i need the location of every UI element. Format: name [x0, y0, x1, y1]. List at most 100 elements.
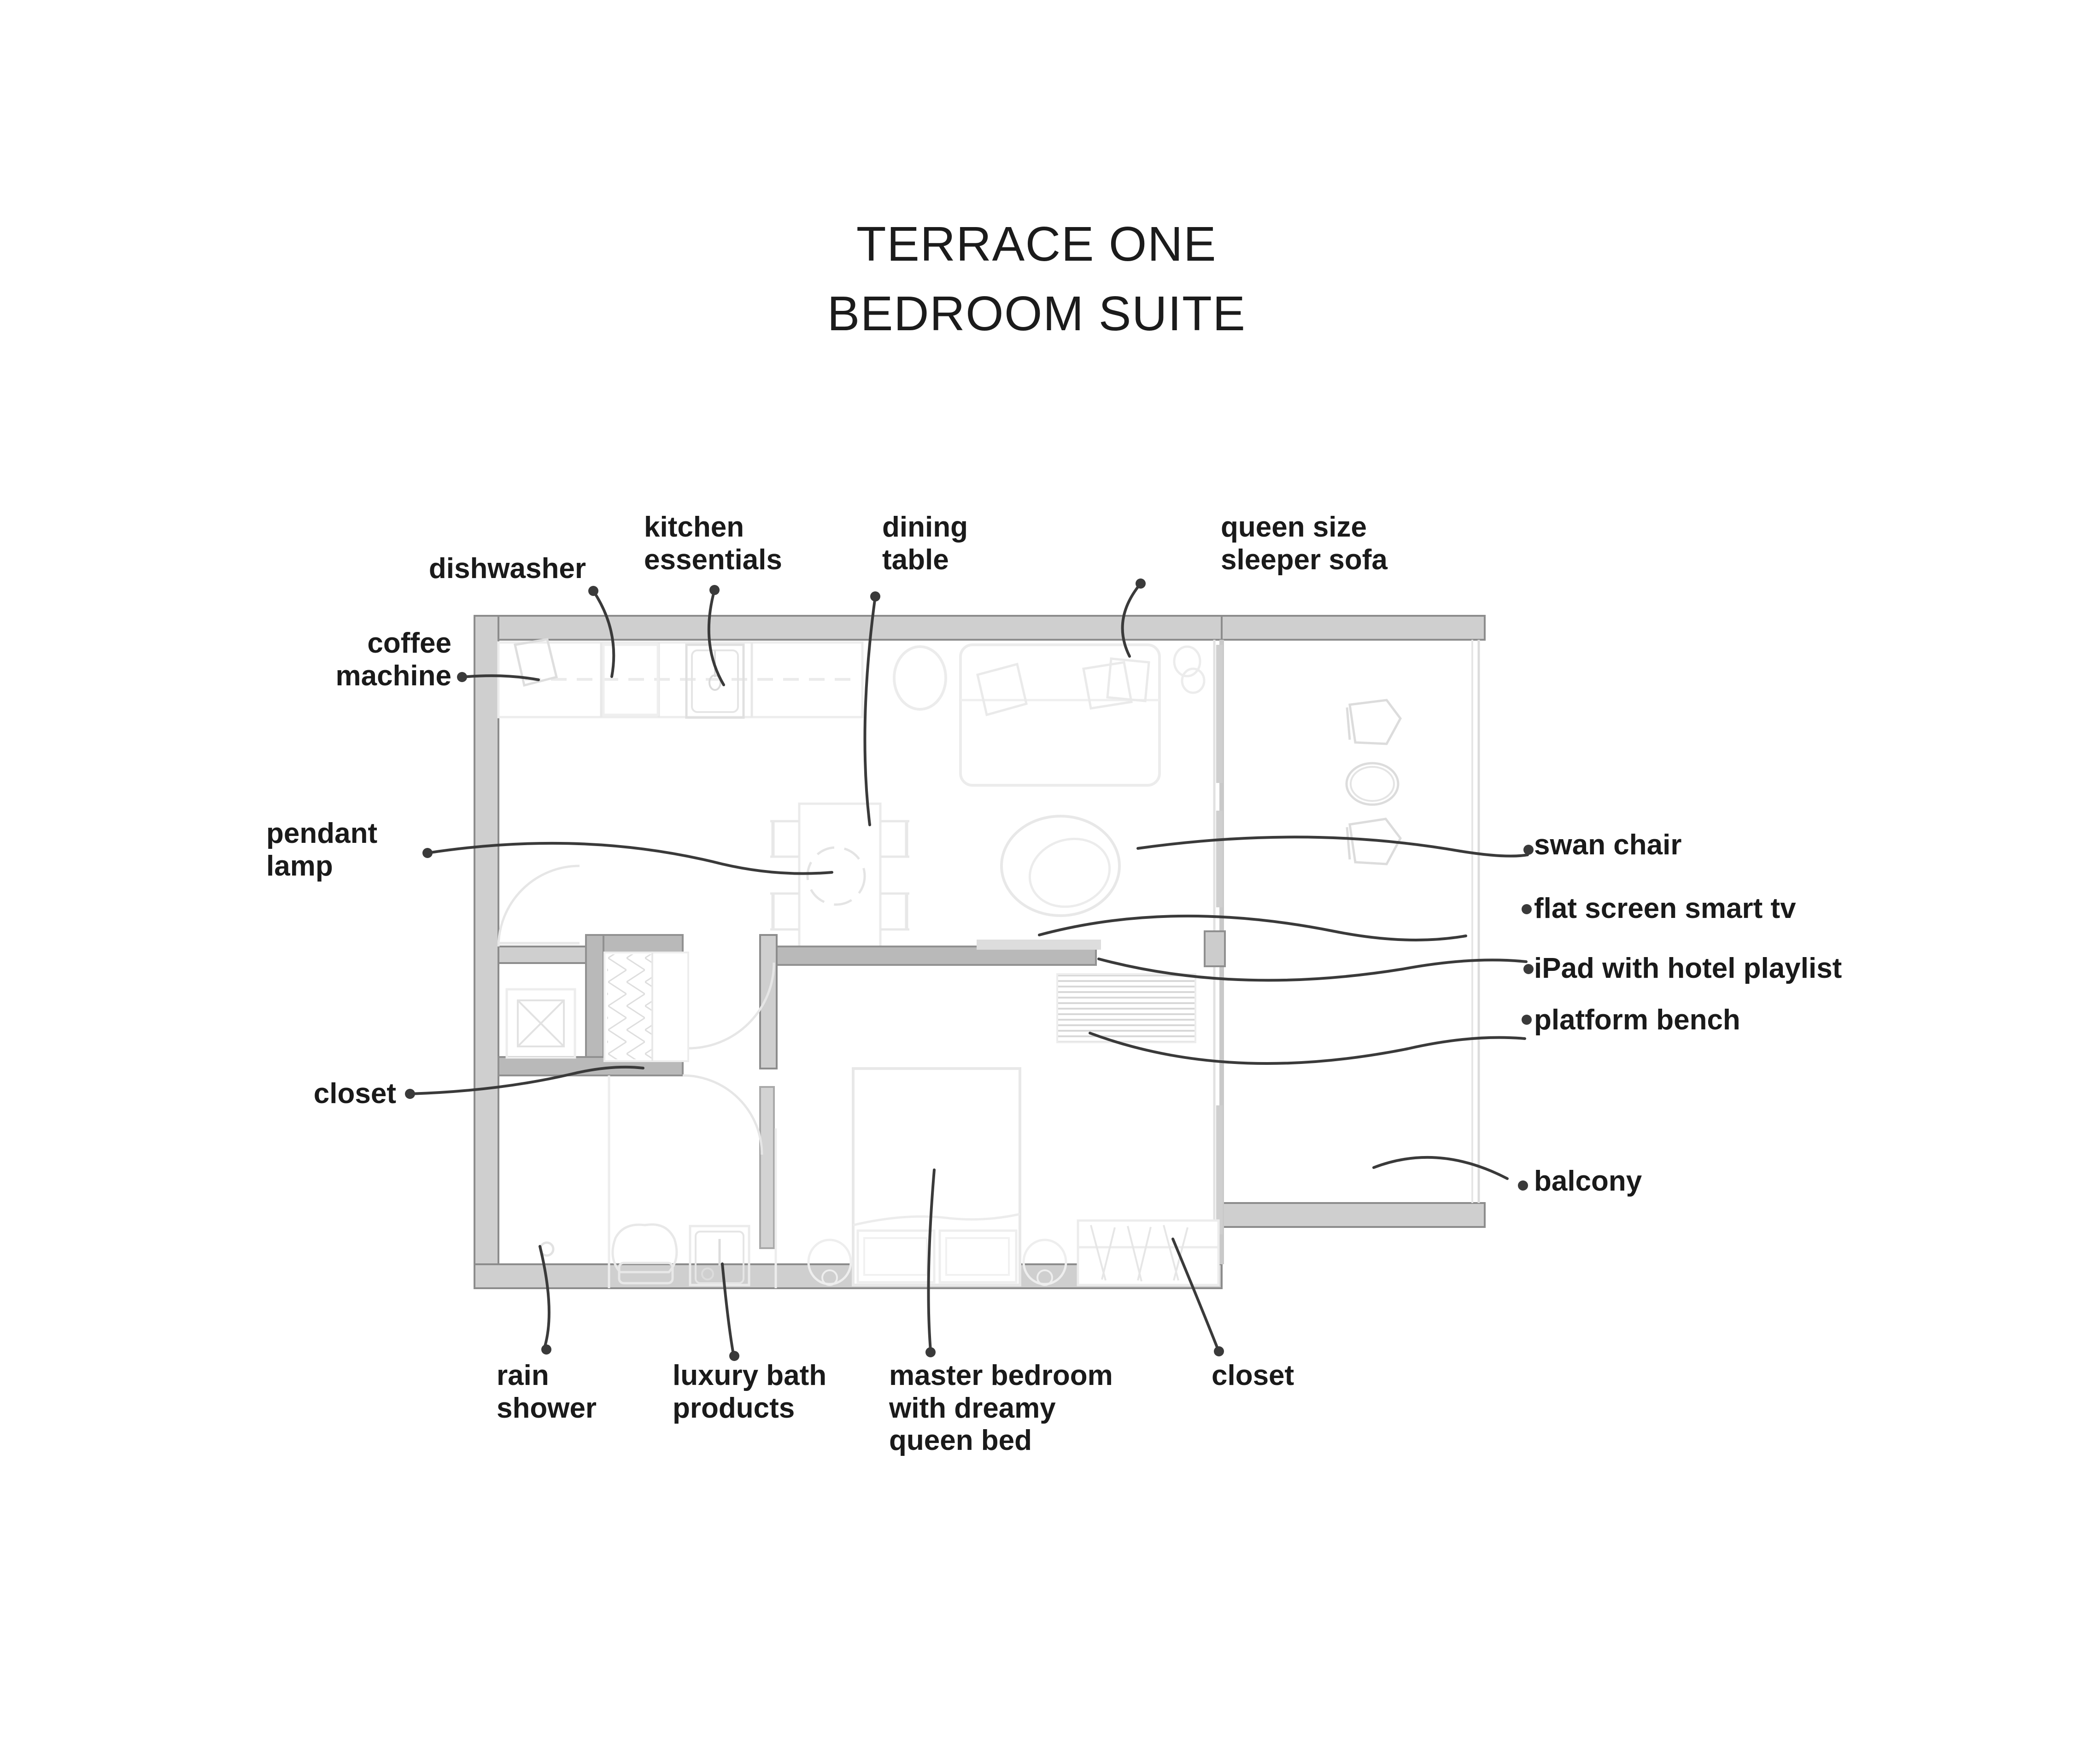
sofa-cushion-left: [976, 662, 1028, 717]
toilet-cistern: [618, 1262, 674, 1285]
wall-hall-left: [498, 946, 587, 964]
master-bedroom-area: [807, 1067, 1220, 1286]
leader-master-bedroom: [927, 1168, 936, 1352]
leader-pendant-lamp: [426, 841, 833, 875]
leader-dishwasher: [592, 590, 615, 678]
leader-dot-swan: [1523, 845, 1534, 855]
toilet-bowl: [611, 1223, 678, 1273]
floor-lamp-shade: [1173, 645, 1201, 678]
bedroom-closet: [1077, 1219, 1220, 1286]
sleeper-sofa: [959, 643, 1161, 787]
apartment-outer-walls: [474, 615, 1226, 1289]
label-pendant-lamp: pendant lamp: [266, 818, 378, 882]
leader-dot-sofa: [1136, 578, 1146, 589]
leader-closet-left: [409, 1065, 644, 1095]
label-swan-chair: swan chair: [1534, 829, 1682, 861]
label-platform-bench: platform bench: [1534, 1004, 1740, 1036]
label-ipad-playlist: iPad with hotel playlist: [1534, 952, 1842, 984]
living-area: [893, 643, 1206, 917]
leader-platform-bench: [1089, 1032, 1526, 1065]
nightstand-lamp-left-base: [821, 1269, 838, 1286]
leader-sleeper-sofa: [1121, 582, 1142, 658]
slider-jamb-top: [1216, 645, 1223, 783]
leader-swan-chair: [1136, 835, 1529, 858]
leader-luxury-bath: [721, 1262, 735, 1355]
kitchen-area: [497, 638, 864, 719]
label-queen-sleeper-sofa: queen size sleeper sofa: [1221, 511, 1388, 576]
leader-dot-tv: [1522, 904, 1532, 914]
leader-ipad: [1097, 958, 1528, 982]
door-entry-swing: [497, 864, 580, 947]
leader-flat-screen-tv: [1038, 914, 1467, 941]
leader-dot-closet-bottom: [1214, 1346, 1224, 1356]
exterior-wall-top: [474, 615, 1223, 641]
nightstand-lamp-right-base: [1036, 1269, 1053, 1286]
door-bath-upper-swing: [688, 962, 775, 1050]
balcony-chair-top-arm: [1346, 707, 1351, 740]
coffee-machine: [513, 638, 558, 687]
label-coffee-machine: coffee machine: [335, 627, 451, 692]
bed-pillow-left: [856, 1229, 936, 1284]
dishwasher: [602, 643, 659, 716]
exterior-wall-left: [474, 615, 499, 1289]
label-flat-screen-tv: flat screen smart tv: [1534, 893, 1796, 924]
utility-area: [505, 988, 576, 1059]
leader-dining-table: [863, 595, 877, 826]
slider-jamb-bottom: [1216, 1105, 1223, 1234]
wall-closet-bottom: [498, 1056, 684, 1076]
closet-upper: [603, 952, 689, 1062]
dining-chair-right-top: [880, 820, 909, 858]
leader-dot-coffee: [457, 672, 467, 682]
leader-dot-closet-left: [405, 1089, 415, 1099]
balcony-chair-top: [1348, 699, 1402, 745]
washing-machine-x2: [517, 999, 565, 1047]
leader-dot-bench: [1522, 1015, 1532, 1025]
closet-hangers: [607, 954, 651, 1059]
balcony-chair-bottom-arm: [1346, 827, 1351, 860]
leader-dot-balcony: [1518, 1180, 1528, 1191]
bathroom-sink-basin: [695, 1231, 744, 1284]
leader-dot-dining: [870, 591, 880, 602]
label-closet-left: closet: [313, 1078, 396, 1110]
balcony-table: [1345, 762, 1400, 806]
leader-closet-bottom: [1171, 1238, 1219, 1351]
leader-coffee-machine: [461, 674, 540, 681]
label-dining-table: dining table: [882, 511, 968, 576]
bathroom-sink-drain: [701, 1268, 714, 1280]
pendant-lamp: [806, 846, 866, 906]
bed-pillow-right: [938, 1229, 1018, 1284]
leader-dot-kitchen: [709, 585, 720, 595]
balcony-table-inner: [1350, 766, 1395, 802]
wall-closet-left: [585, 934, 604, 1065]
wall-bath-right-upper: [759, 934, 778, 1069]
bedroom-closet-hangers: [1090, 1225, 1189, 1282]
kitchen-sink-basin: [685, 643, 745, 719]
dining-chair-left-top: [770, 820, 799, 858]
washing-machine-box: [505, 988, 576, 1059]
leader-dot-rain-shower: [541, 1344, 551, 1355]
sofa-cushion-right-b: [1106, 657, 1150, 702]
dining-table: [798, 802, 882, 952]
slider-jamb-mid: [1216, 811, 1223, 907]
label-luxury-bath-products: luxury bath products: [673, 1360, 827, 1424]
balcony-top-wall: [1218, 615, 1486, 641]
tv-wall-area: [761, 940, 1196, 1043]
leader-kitchen-essentials: [707, 589, 725, 686]
leader-rain-shower: [539, 1245, 550, 1349]
bed-duvet-fold: [853, 1213, 1020, 1227]
leader-dot-pendant: [422, 848, 433, 858]
flat-screen-tv: [977, 940, 1101, 950]
doors: [497, 864, 775, 1155]
balcony-chair-bottom: [1348, 818, 1402, 865]
wall-bath-right-lower: [759, 1086, 775, 1249]
callout-leaders: [405, 578, 1534, 1361]
leader-dot-bath: [729, 1351, 739, 1361]
label-balcony: balcony: [1534, 1165, 1642, 1197]
kitchen-faucet-head: [709, 674, 721, 691]
door-bath-lower-swing: [682, 1074, 763, 1155]
label-rain-shower: rain shower: [497, 1360, 597, 1424]
leader-dot-bedroom: [925, 1347, 936, 1357]
label-master-bedroom: master bedroom with dreamy queen bed: [889, 1360, 1113, 1457]
platform-bench: [1056, 973, 1196, 1043]
